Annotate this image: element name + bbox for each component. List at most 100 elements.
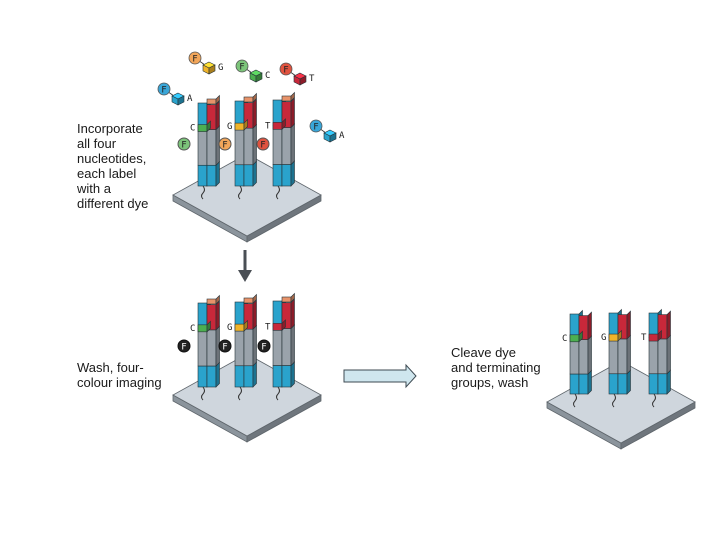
- dye-circle: [177, 339, 191, 353]
- arrows-layer: [238, 250, 417, 389]
- segment-front: [243, 297, 254, 304]
- segment-front: [234, 365, 245, 388]
- segment-front: [197, 127, 208, 166]
- dye-circle: [257, 339, 271, 353]
- tether: [201, 386, 205, 401]
- segment-side: [252, 123, 257, 166]
- cap-segment: [206, 94, 220, 105]
- segment-side: [290, 91, 295, 102]
- caption-line: each label: [77, 166, 137, 181]
- segment-side: [243, 118, 248, 131]
- primer-segment: [206, 100, 220, 131]
- cube-right: [329, 132, 337, 143]
- dye-letter: F: [239, 62, 244, 72]
- segment-side: [252, 299, 257, 330]
- segment-front: [281, 328, 292, 366]
- dye-letter: F: [283, 65, 288, 75]
- segment-front: [272, 164, 283, 187]
- segment-side: [290, 361, 295, 388]
- segment-front: [272, 125, 283, 165]
- base-letter: C: [562, 334, 567, 344]
- dye-circle: [188, 51, 202, 65]
- tether: [276, 185, 280, 200]
- segment-side: [252, 361, 257, 388]
- segment-front: [569, 373, 580, 395]
- segment-front: [234, 126, 245, 166]
- segment-side: [252, 324, 257, 367]
- segment-front: [206, 365, 217, 388]
- segment-front: [578, 339, 589, 375]
- segment-side: [290, 123, 295, 166]
- segment-front: [281, 296, 292, 303]
- segment-side: [666, 310, 671, 340]
- segment-front: [272, 323, 283, 331]
- base-letter: C: [190, 324, 195, 334]
- segment-front: [281, 95, 292, 102]
- segment-front: [243, 96, 254, 103]
- free-nucleotide: FA: [309, 119, 345, 143]
- base-letter: A: [187, 94, 193, 104]
- cube-right: [299, 75, 307, 86]
- segment-front: [648, 333, 659, 342]
- nucleotide-cube: [323, 129, 337, 143]
- dye-letter: F: [222, 140, 227, 150]
- incorporated-nucleotide: [272, 118, 286, 131]
- dye-letter: F: [161, 85, 166, 95]
- segment-front: [206, 298, 217, 305]
- base-letter: C: [190, 124, 195, 134]
- caption-line: Wash, four-: [77, 360, 144, 375]
- segment-front: [243, 164, 254, 187]
- free-nucleotide: FG: [188, 51, 223, 75]
- segment-side: [290, 298, 295, 330]
- segment-front: [243, 365, 254, 388]
- segment-front: [617, 338, 628, 375]
- tether: [652, 393, 656, 408]
- base-letter: T: [641, 333, 647, 343]
- segment-front: [578, 373, 589, 395]
- segment-front: [197, 365, 208, 388]
- primer-segment: [657, 310, 671, 340]
- cube-right: [208, 64, 216, 75]
- segment-side: [252, 92, 257, 103]
- segment-side: [215, 100, 220, 131]
- incorporated-nucleotide: [197, 120, 211, 133]
- primer-segment: [243, 299, 257, 330]
- segment-front: [657, 338, 668, 375]
- dye-letter: F: [260, 140, 265, 150]
- segment-front: [272, 326, 283, 366]
- dye-circle: [218, 137, 232, 151]
- dye-marker: F: [177, 339, 191, 353]
- segment-front: [234, 164, 245, 187]
- free-nucleotide: FT: [279, 62, 315, 86]
- caption-line: different dye: [77, 196, 149, 211]
- segment-side: [215, 361, 220, 388]
- segment-front: [197, 302, 208, 329]
- segment-side: [626, 334, 631, 375]
- segment-front: [617, 373, 628, 395]
- primer-segment: [578, 335, 592, 375]
- dye-letter: F: [261, 342, 266, 352]
- segment-front: [206, 129, 217, 166]
- segment-front: [608, 333, 619, 342]
- segment-side: [215, 161, 220, 187]
- primer-segment: [617, 369, 631, 395]
- tether: [201, 185, 205, 200]
- caption-line: all four: [77, 136, 117, 151]
- segment-side: [215, 294, 220, 305]
- segment-front: [197, 327, 208, 367]
- segment-side: [626, 310, 631, 340]
- segment-side: [281, 118, 286, 131]
- dye-circle: [309, 119, 323, 133]
- dye-circle: [157, 82, 171, 96]
- segment-front: [206, 329, 217, 367]
- dye-marker: F: [257, 339, 271, 353]
- down-arrow-head: [238, 270, 252, 282]
- segment-front: [234, 327, 245, 367]
- segment-side: [290, 97, 295, 129]
- segment-side: [666, 369, 671, 395]
- base-letter: C: [265, 71, 270, 81]
- segment-side: [281, 319, 286, 332]
- cap-segment: [206, 294, 220, 305]
- segment-side: [206, 120, 211, 133]
